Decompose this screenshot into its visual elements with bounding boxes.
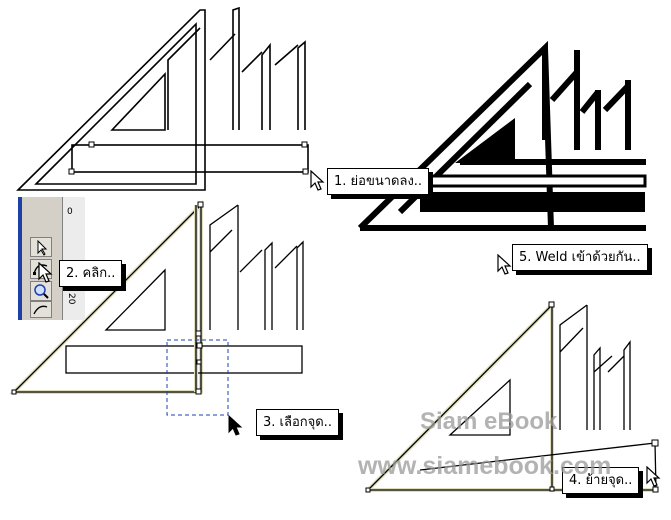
step4-callout: 4. ย้ายจุด.. xyxy=(562,467,640,494)
watermark-title: Siam eBook xyxy=(420,408,558,435)
vertical-ruler: 0 20 xyxy=(62,197,85,320)
node-handles-step3 xyxy=(11,201,204,395)
selection-handles-step1 xyxy=(68,141,309,175)
pick-tool-button[interactable] xyxy=(30,237,52,257)
logo-welded-fills xyxy=(420,118,647,212)
weld-cursor-icon xyxy=(497,254,512,275)
marquee-selection xyxy=(166,339,229,416)
zoom-tool-icon xyxy=(34,284,49,299)
mouse-pointer-icon xyxy=(310,170,325,191)
ruler-tick-20: 20 xyxy=(66,293,76,305)
pick-tool-icon xyxy=(37,239,48,256)
logo-outline-step3 xyxy=(9,200,304,394)
select-cursor-icon xyxy=(228,415,243,436)
shape-cursor-icon xyxy=(38,262,53,283)
step3-callout: 3. เลือกจุด.. xyxy=(256,409,339,436)
move-cursor-icon xyxy=(646,466,661,487)
freehand-tool-button[interactable] xyxy=(30,301,52,318)
zoom-tool-button[interactable] xyxy=(30,281,52,301)
corel-toolbox: 0 20 xyxy=(18,197,85,320)
freehand-tool-icon xyxy=(33,305,48,315)
watermark-url: www.siamebook.com xyxy=(358,452,612,480)
step5-callout: 5. Weld เข้าด้วยกัน.. xyxy=(512,244,648,271)
ruler-tick-0: 0 xyxy=(67,207,73,217)
step1-callout: 1. ย่อขนาดลง.. xyxy=(327,168,430,195)
step2-callout: 2. คลิก.. xyxy=(59,260,123,287)
node-handles-step4 xyxy=(365,301,659,493)
logo-outline-step1 xyxy=(16,6,309,191)
